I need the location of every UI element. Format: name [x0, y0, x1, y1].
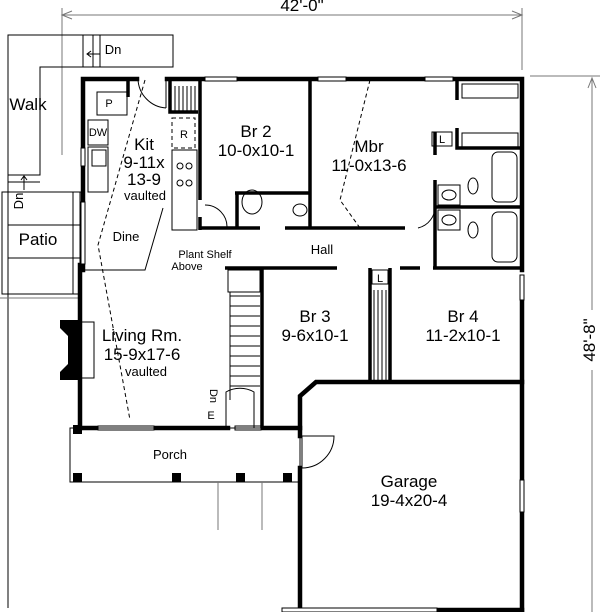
br4-size: 11-2x10-1 [425, 326, 500, 345]
pantry-label: P [105, 98, 112, 110]
fixture-labels: P DW R L L E Dn Plant Shelf Above [89, 98, 445, 422]
down-label-walk: Dn [105, 42, 122, 57]
width-label: 42'-0" [280, 0, 323, 15]
kit-note: vaulted [124, 188, 166, 203]
br3-label: Br 3 [299, 307, 330, 326]
garage-size: 19-4x20-4 [371, 491, 448, 510]
walk-label: Walk [9, 95, 47, 114]
br3-size: 9-6x10-1 [281, 326, 348, 345]
br2-label: Br 2 [240, 122, 271, 141]
interior-walls [126, 79, 522, 428]
entry-label: E [207, 410, 214, 422]
depth-dimension: 48'-8" [530, 75, 600, 612]
walk-patio: Walk Patio Dn Dn [0, 34, 174, 608]
kit-size-1: 9-11x [123, 153, 165, 172]
living-note: vaulted [125, 364, 167, 379]
fixtures [60, 78, 519, 530]
linen-label-2: L [377, 273, 383, 285]
br2-size: 10-0x10-1 [218, 141, 295, 160]
depth-label: 48'-8" [580, 318, 599, 361]
garage-label: Garage [381, 472, 438, 491]
mbr-label: Mbr [354, 137, 384, 156]
br4-label: Br 4 [447, 307, 478, 326]
kit-label: Kit [134, 135, 154, 154]
down-label-stair: Dn [207, 389, 219, 403]
room-labels: Kit 9-11x 13-9 vaulted Dine Br 2 10-0x10… [102, 122, 501, 510]
mbr-size: 11-0x13-6 [331, 156, 406, 175]
plant-shelf-label: Plant Shelf [178, 249, 232, 261]
kit-size-2: 13-9 [127, 170, 161, 189]
porch-label: Porch [153, 447, 187, 462]
refrigerator-label: R [180, 129, 188, 141]
linen-label-1: L [439, 134, 445, 146]
living-label: Living Rm. [102, 326, 182, 345]
dine-label: Dine [113, 229, 140, 244]
down-label-patio: Dn [11, 193, 26, 210]
dishwasher-label: DW [89, 127, 108, 139]
hall-label: Hall [311, 242, 334, 257]
width-dimension: 42'-0" [60, 0, 524, 155]
plant-shelf-above-label: Above [171, 261, 202, 273]
patio-label: Patio [19, 230, 58, 249]
living-size: 15-9x17-6 [104, 345, 181, 364]
